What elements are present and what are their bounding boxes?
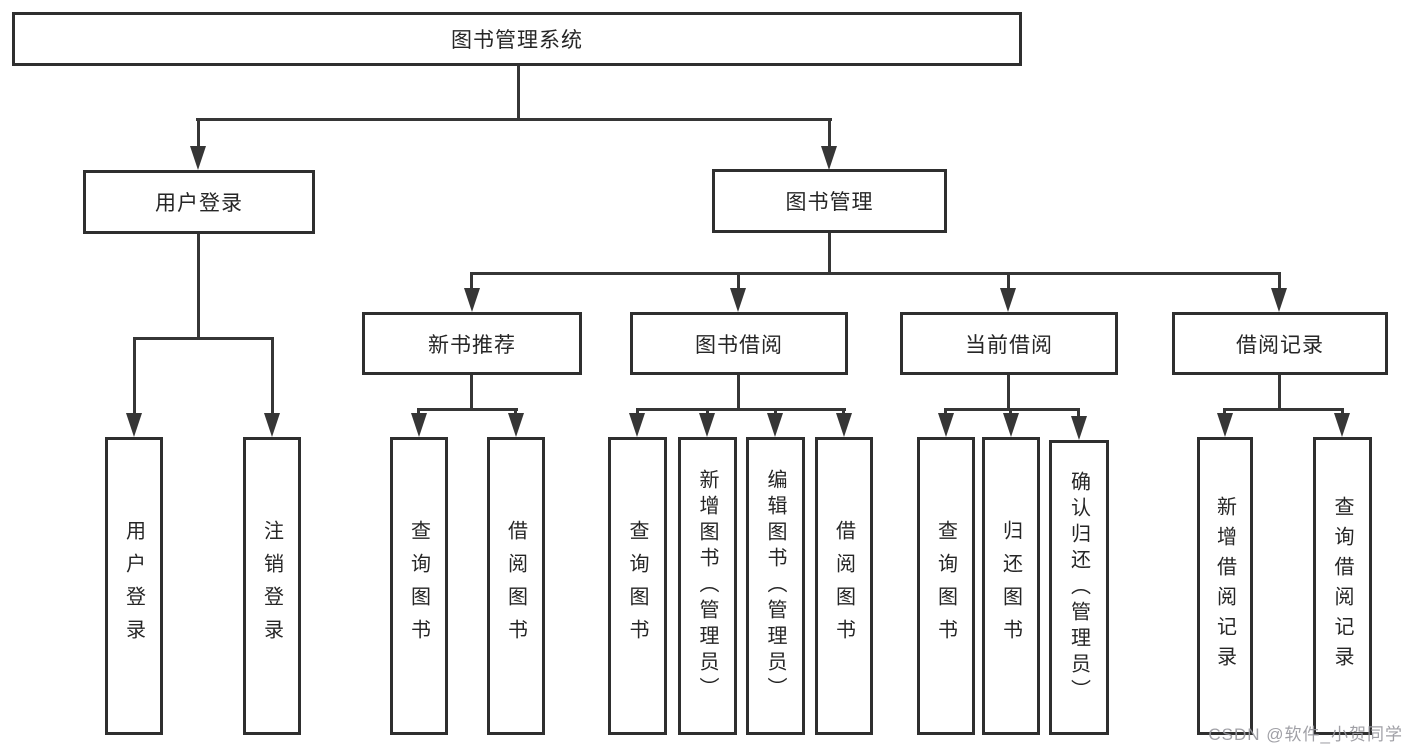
arrow-down-icon [1003, 413, 1019, 437]
connector-line [470, 272, 473, 290]
connector-line [828, 118, 831, 148]
connector-line [470, 272, 1281, 275]
connector-line [196, 118, 832, 121]
arrow-down-icon [1071, 416, 1087, 440]
arrow-down-icon [464, 288, 480, 312]
node-logout: 注销登录 [243, 437, 301, 735]
connector-line [737, 375, 740, 409]
arrow-down-icon [730, 288, 746, 312]
connector-line [828, 233, 831, 275]
node-current-query-books: 查询图书 [917, 437, 975, 735]
node-new-books: 新书推荐 [362, 312, 582, 375]
arrow-down-icon [938, 413, 954, 437]
arrow-down-icon [126, 413, 142, 437]
connector-line [1223, 408, 1226, 416]
connector-line [1007, 375, 1010, 409]
connector-line [417, 408, 420, 416]
connector-line [1278, 375, 1281, 409]
arrow-down-icon [1217, 413, 1233, 437]
connector-line [774, 408, 777, 416]
arrow-down-icon [1334, 413, 1350, 437]
arrow-down-icon [508, 413, 524, 437]
node-book-borrow: 图书借阅 [630, 312, 848, 375]
connector-line [1077, 408, 1080, 416]
connector-line [417, 408, 518, 411]
node-borrow-records: 借阅记录 [1172, 312, 1388, 375]
node-current-return-books: 归还图书 [982, 437, 1040, 735]
connector-line [1007, 272, 1010, 290]
connector-line [197, 234, 200, 340]
arrow-down-icon [821, 146, 837, 170]
node-records-query-record: 查询借阅记录 [1313, 437, 1372, 735]
node-management: 图书管理 [712, 169, 947, 233]
connector-line [636, 408, 846, 411]
connector-line [514, 408, 517, 416]
node-login: 用户登录 [83, 170, 315, 234]
connector-line [1278, 272, 1281, 290]
connector-line [737, 272, 740, 290]
arrow-down-icon [190, 146, 206, 170]
watermark: CSDN @软件_小贺同学 [1208, 725, 1403, 744]
arrow-down-icon [264, 413, 280, 437]
connector-line [944, 408, 1080, 411]
connector-line [1223, 408, 1344, 411]
connector-line [1341, 408, 1344, 416]
node-borrow-edit-books: 编辑图书（管理员） [746, 437, 805, 735]
node-current-confirm-return: 确认归还（管理员） [1049, 440, 1109, 735]
node-user-login: 用户登录 [105, 437, 163, 735]
connector-line [197, 118, 200, 148]
node-borrow-borrow-books: 借阅图书 [815, 437, 873, 735]
connector-line [517, 66, 520, 121]
arrow-down-icon [1000, 288, 1016, 312]
connector-line [1009, 408, 1012, 416]
connector-line [133, 337, 136, 415]
connector-line [470, 375, 473, 409]
node-newbooks-query-books: 查询图书 [390, 437, 448, 735]
connector-line [706, 408, 709, 416]
connector-line [944, 408, 947, 416]
node-borrow-query-books: 查询图书 [608, 437, 667, 735]
arrow-down-icon [411, 413, 427, 437]
arrow-down-icon [1271, 288, 1287, 312]
arrow-down-icon [836, 413, 852, 437]
connector-line [133, 337, 274, 340]
node-root: 图书管理系统 [12, 12, 1022, 66]
connector-line [636, 408, 639, 416]
arrow-down-icon [699, 413, 715, 437]
node-current-borrow: 当前借阅 [900, 312, 1118, 375]
node-newbooks-borrow-books: 借阅图书 [487, 437, 545, 735]
arrow-down-icon [629, 413, 645, 437]
connector-line [271, 337, 274, 415]
node-borrow-add-books: 新增图书（管理员） [678, 437, 737, 735]
node-records-add-record: 新增借阅记录 [1197, 437, 1253, 735]
connector-line [842, 408, 845, 416]
arrow-down-icon [767, 413, 783, 437]
